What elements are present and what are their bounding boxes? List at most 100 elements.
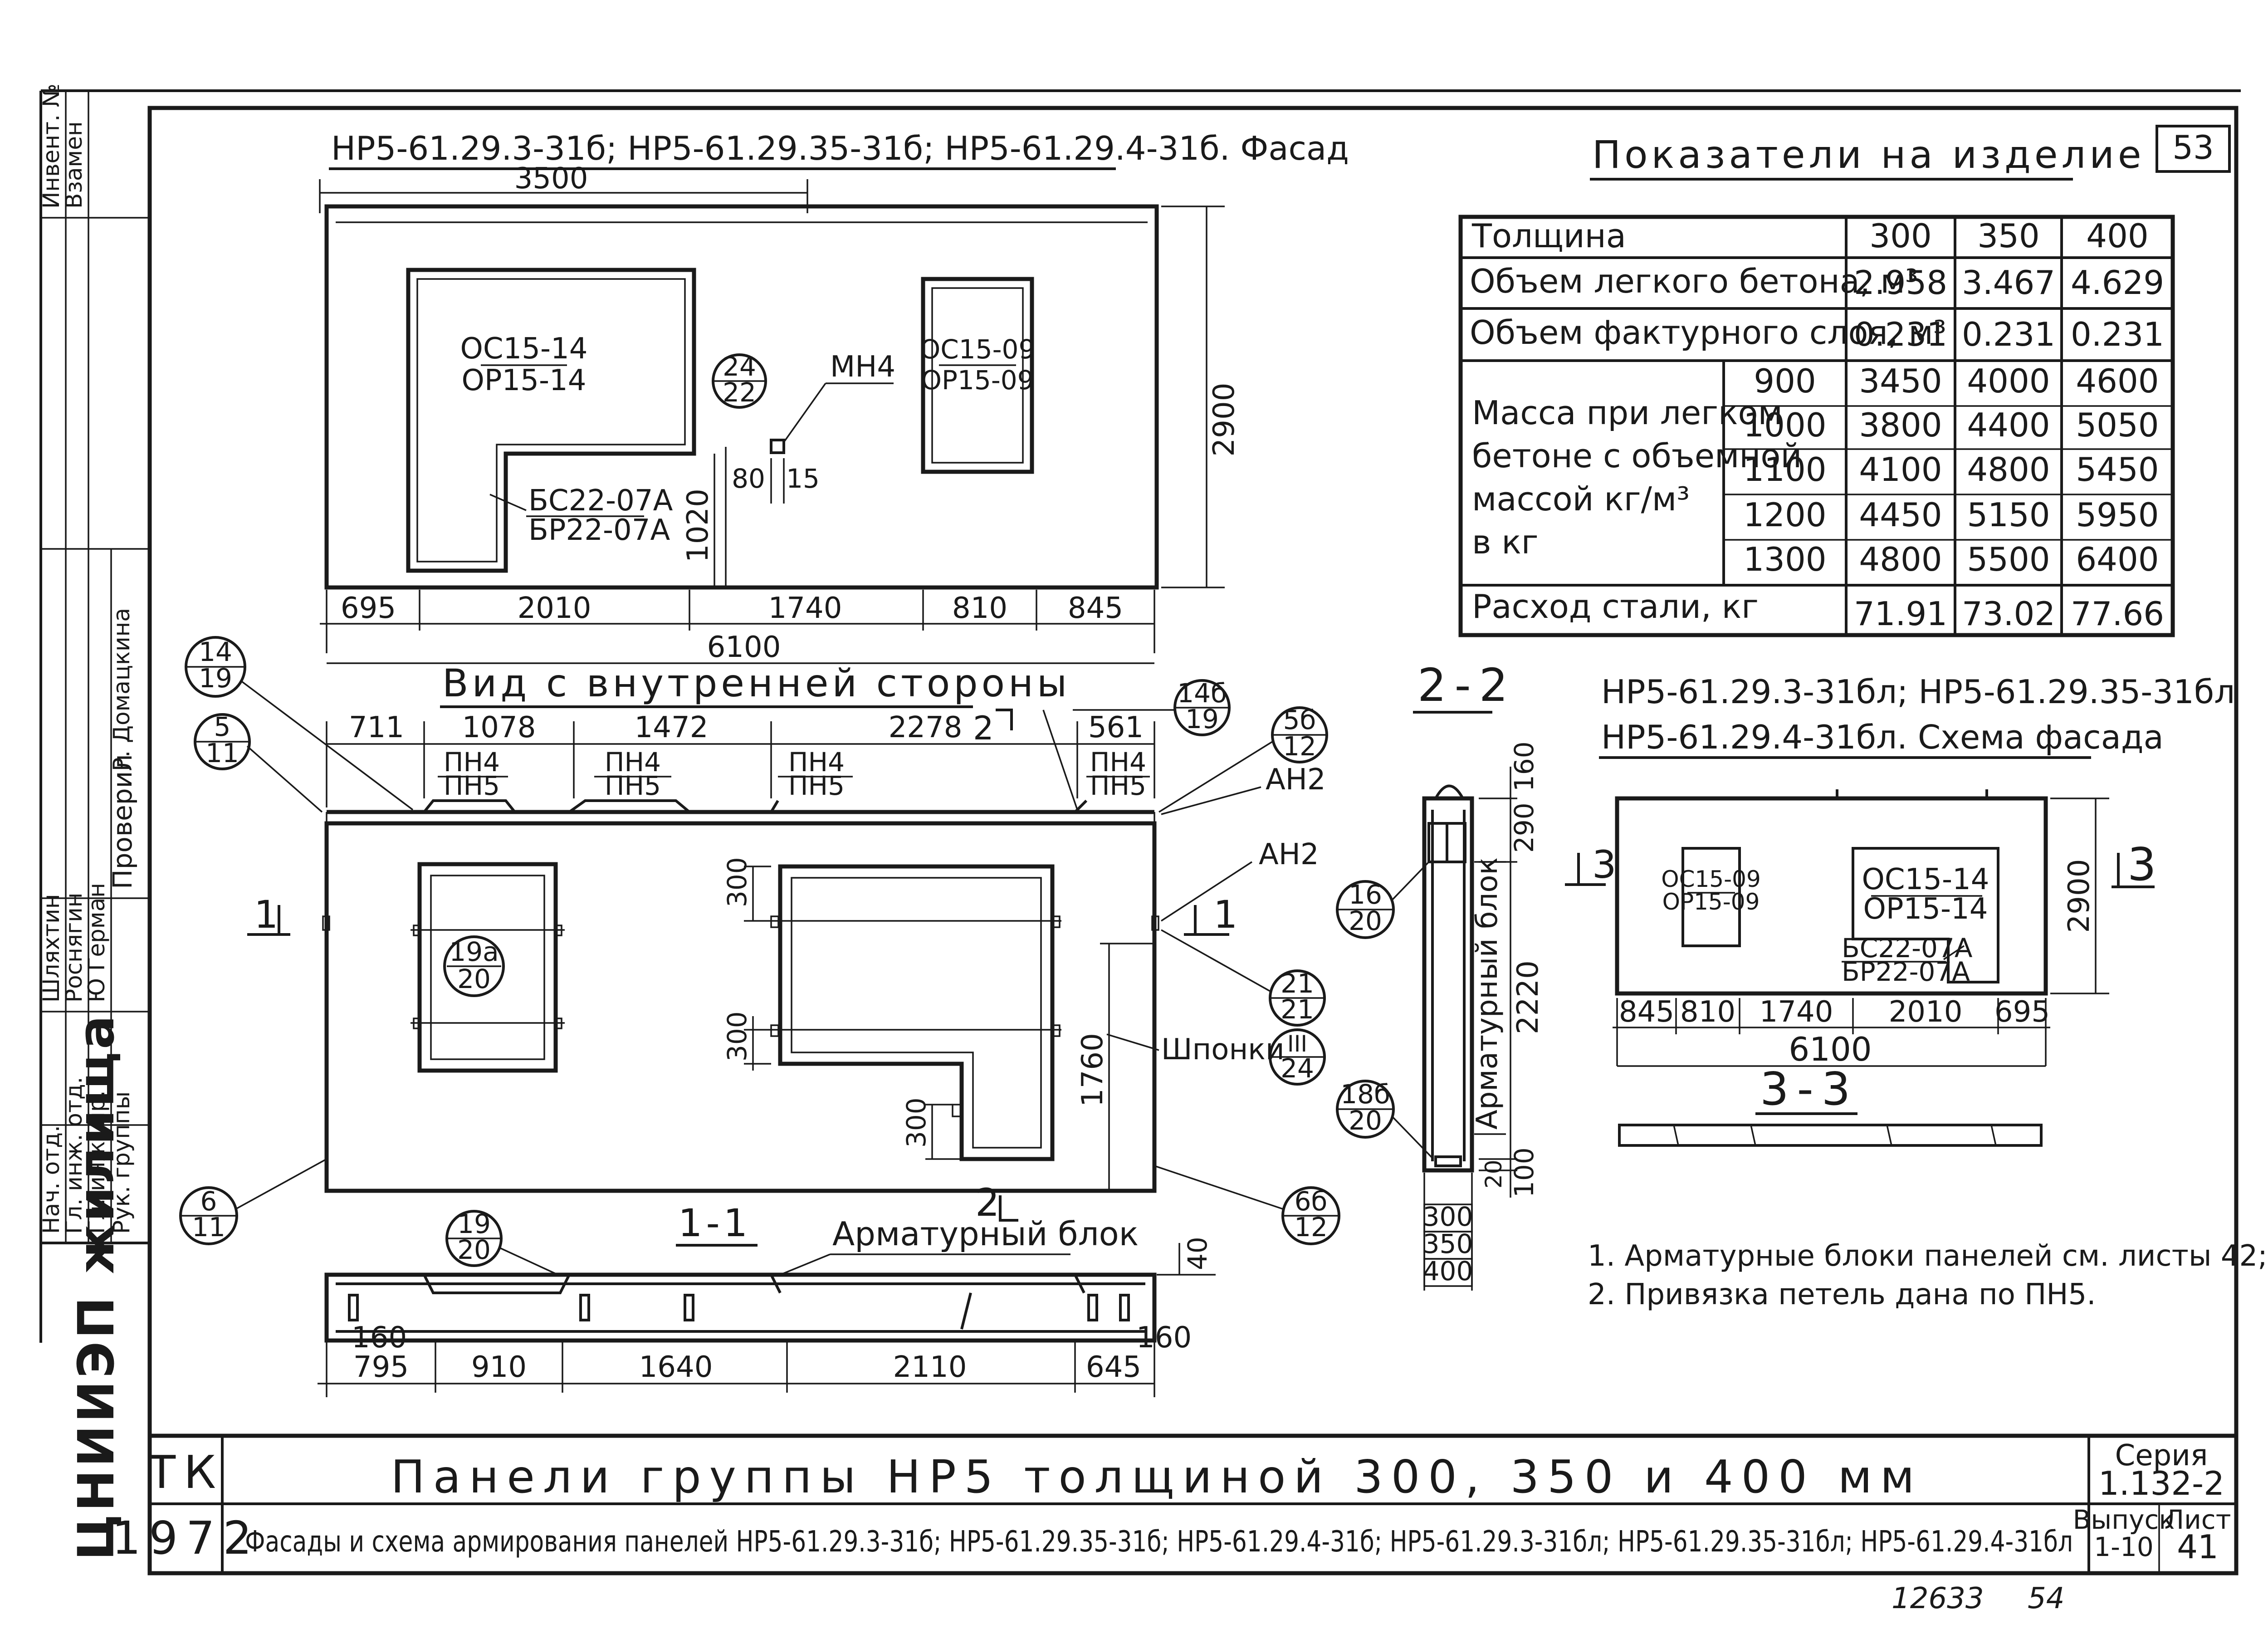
section-1-1: 1-1 Арматурный блок 19 20 40 160 160	[318, 1201, 1216, 1397]
inner-ref-6b-top: 6б	[1295, 1186, 1328, 1217]
facade-window-1-label-top: ОС15-14	[460, 332, 587, 366]
section-1-1-dim-40: 40	[1182, 1237, 1213, 1270]
mass-1300-400: 6400	[2076, 540, 2159, 578]
section-2-2-dim-100: 100	[1509, 1147, 1540, 1198]
inner-ref-6-top: 6	[200, 1186, 217, 1217]
inner-ref-keys-bottom: 24	[1281, 1053, 1314, 1084]
facade-dim-15: 15	[786, 463, 820, 494]
section-2-2-ref-18b-top: 18б	[1340, 1079, 1390, 1110]
title-block-title: Панели группы НР5 толщиной 300, 350 и 40…	[391, 1450, 1923, 1503]
facade-title: НР5-61.29.3-31б; НР5-61.29.35-31б; НР5-6…	[331, 129, 1349, 167]
mass-1000-400: 5050	[2076, 406, 2159, 444]
inner-ref-5-11	[194, 713, 251, 770]
inner-ref-6-bottom: 11	[192, 1212, 225, 1243]
light-concrete-300: 2.958	[1854, 264, 1947, 302]
stamp-role-1: Нач. отд.	[38, 1125, 64, 1234]
scheme-section-body	[1618, 1124, 2043, 1147]
notes: 1. Арматурные блоки панелей см. листы 42…	[1588, 1239, 2268, 1311]
stamp-role-3: Гл. инж. пр.	[83, 1090, 110, 1234]
title-block-series-label: Серия	[2115, 1439, 2208, 1473]
inner-ref-14b-top: 14б	[1177, 678, 1227, 709]
sheet-number: 53	[2172, 128, 2214, 166]
inner-dim-2278: 2278	[889, 711, 963, 744]
section-2-top: 2	[973, 709, 994, 747]
density-900: 900	[1754, 362, 1816, 400]
scheme-title-1: НР5-61.29.3-31бл; НР5-61.29.35-31бл	[1601, 673, 2235, 711]
section-2-2-dim-2220: 2220	[1511, 960, 1545, 1034]
inner-ref-19a-top: 19а	[449, 936, 499, 967]
scheme-door-bottom: БР22-07А	[1842, 956, 1970, 987]
scheme-panel-outline	[1615, 796, 2048, 996]
density-1300: 1300	[1743, 540, 1826, 578]
section-1-1-dim-2110: 2110	[893, 1350, 967, 1384]
section-1-1-block-label: Арматурный блок	[832, 1215, 1139, 1253]
mass-label-3: массой кг/м³	[1472, 480, 1690, 518]
light-concrete-350: 3.467	[1962, 264, 2055, 302]
inner-ref-14-top: 14	[199, 636, 232, 667]
inner-dim-1760: 1760	[1076, 1033, 1110, 1107]
density-1200: 1200	[1743, 496, 1826, 534]
mass-900-350: 4000	[1967, 362, 2050, 400]
section-2-2-block-label: Арматурный блок	[1471, 857, 1504, 1130]
section-2-2-thickness-300: 300	[1423, 1201, 1473, 1232]
section-1-1-ref-top: 19	[457, 1208, 491, 1239]
section-2-2-title: 2-2	[1418, 659, 1516, 712]
facade-bottom-dim-695: 695	[341, 592, 396, 625]
facade-node-ref-bottom: 22	[723, 377, 756, 408]
stamp-checked: Проверил	[107, 754, 138, 889]
organization-logo: ЦНИИЭП жилища	[67, 1013, 125, 1561]
scheme-window-small	[1681, 847, 1741, 947]
scheme-window-small-top: ОС15-09	[1661, 866, 1761, 892]
facade-bottom-dim-1740: 1740	[768, 592, 842, 625]
mass-1300-350: 5500	[1967, 540, 2050, 578]
inner-ref-19a	[443, 935, 505, 997]
scheme-height: 2900	[2063, 859, 2096, 933]
mass-1200-300: 4450	[1859, 496, 1942, 534]
scheme-dim-695: 695	[1994, 995, 2050, 1029]
mass-1100-350: 4800	[1967, 450, 2050, 489]
section-1-right: 1	[1213, 892, 1241, 937]
section-2-2-dim-160: 160	[1509, 741, 1540, 792]
facade-dim-1020: 1020	[681, 489, 715, 563]
loop-4-bottom: ПН5	[1090, 770, 1146, 801]
stamp-role-4: Рук. группы	[108, 1091, 135, 1234]
inner-dim-300-c: 300	[901, 1097, 932, 1148]
steel-350: 73.02	[1962, 595, 2055, 633]
section-1-1-dim-795: 795	[353, 1350, 409, 1384]
loop-3-bottom: ПН5	[788, 770, 845, 801]
stamp-name-1: Шляхтин	[38, 894, 64, 1003]
facade-bottom-dim-810: 810	[952, 592, 1007, 625]
loop-2-bottom: ПН5	[605, 770, 661, 801]
inner-ref-21-bottom: 21	[1281, 994, 1314, 1025]
mass-1000-300: 3800	[1859, 406, 1942, 444]
steel-label: Расход стали, кг	[1472, 587, 1759, 626]
section-2-bottom: 2	[975, 1180, 1003, 1225]
facade-window-2-label-top: ОС15-09	[920, 334, 1036, 365]
inner-ref-5b-12	[1271, 706, 1328, 763]
facade-node-ref-top: 24	[723, 351, 756, 382]
section-1-1-ref-bottom: 20	[457, 1234, 491, 1265]
note-1: 1. Арматурные блоки панелей см. листы 42…	[1588, 1239, 2268, 1273]
inner-window-small	[417, 862, 558, 1073]
inner-dim-300-a: 300	[722, 857, 753, 907]
inner-ref-5b-top: 5б	[1283, 704, 1316, 735]
section-1-1-dim-645: 645	[1086, 1350, 1141, 1384]
extra-number: 54	[2028, 1582, 2064, 1615]
title-block: ТК 1972 Панели группы НР5 толщиной 300, …	[112, 1433, 2236, 1615]
inner-ref-14-19	[185, 636, 246, 698]
mass-900-300: 3450	[1859, 362, 1942, 400]
section-2-2-ref-18b-bottom: 20	[1349, 1105, 1382, 1136]
scheme-dim-810: 810	[1680, 995, 1735, 1029]
inner-dim-711: 711	[349, 711, 404, 744]
facade-bottom-dim-845: 845	[1068, 592, 1123, 625]
section-2-2-dim-20: 20	[1481, 1159, 1507, 1189]
light-concrete-label: Объем легкого бетона, м³	[1470, 262, 1918, 300]
title-block-year: 1972	[112, 1512, 260, 1565]
scheme-total: 6100	[1789, 1030, 1872, 1068]
thickness-400: 400	[2086, 217, 2148, 255]
thickness-300: 300	[1869, 217, 1931, 255]
section-2-2-ref-16	[1336, 880, 1395, 939]
inner-dim-1078: 1078	[462, 711, 536, 744]
inner-ref-keys	[1269, 1028, 1326, 1086]
note-2: 2. Привязка петель дана по ПН5.	[1588, 1278, 2096, 1311]
